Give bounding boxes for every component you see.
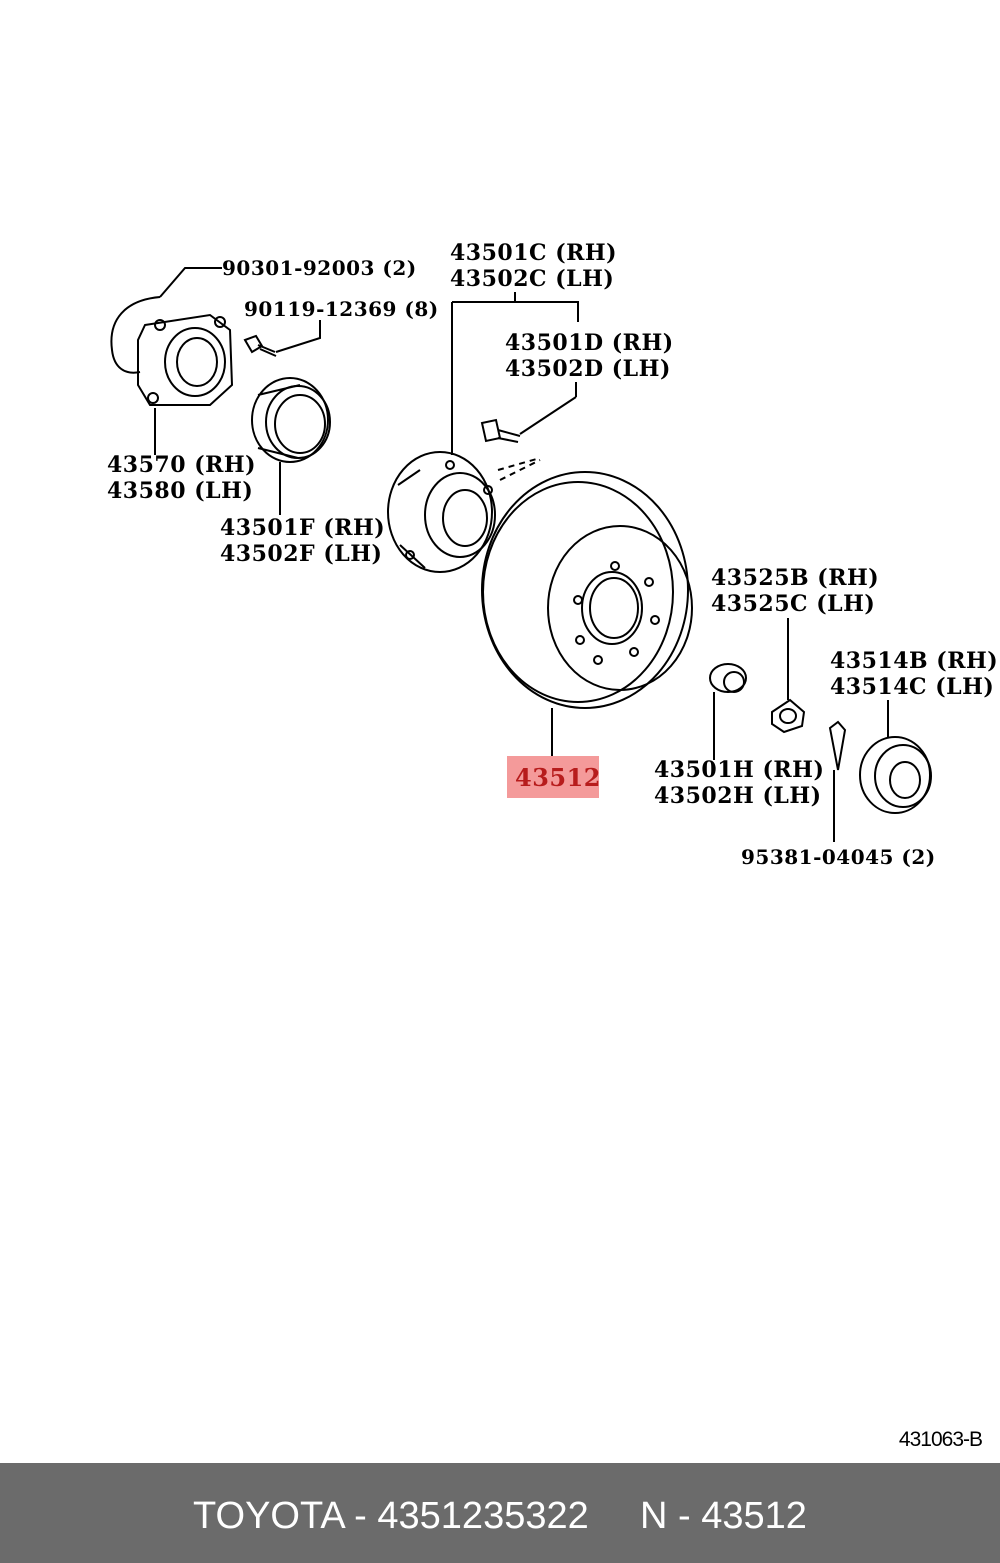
footer-bar: TOYOTA - 4351235322 N - 43512 (0, 1463, 1000, 1563)
callout-hub-stud: 43501D (RH)43502D (LH) (505, 330, 674, 382)
hub-drawing (387, 292, 579, 573)
grease-cap-drawing (859, 700, 932, 814)
callout-hub-bolt: 90119-12369 (8) (244, 297, 439, 321)
callout-washer-nut: 43501H (RH)43502H (LH) (654, 757, 825, 809)
callout-grease-cap: 43514B (RH)43514C (LH) (830, 648, 999, 700)
bearing-drawing (251, 377, 331, 515)
bolt-drawing (243, 320, 321, 357)
callout-cotter-pin: 95381-04045 (2) (741, 845, 936, 869)
washer-drawing (709, 663, 747, 760)
callout-hub-assembly: 43501C (RH)43502C (LH) (450, 240, 618, 292)
brake-disc-drawing (481, 471, 693, 756)
highlighted-part-number: 43512 (515, 763, 601, 792)
callout-steering-knuckle: 43570 (RH)43580 (LH) (107, 452, 257, 504)
cotter-pin-drawing (828, 720, 847, 842)
adjusting-nut-drawing (771, 618, 806, 734)
callout-bearing: 43501F (RH)43502F (LH) (220, 515, 386, 567)
callout-adjusting-nut: 43525B (RH)43525C (LH) (711, 565, 880, 617)
highlighted-part-label[interactable]: 43512 (507, 756, 601, 798)
exploded-parts-diagram (110, 267, 932, 842)
footer-part-number: TOYOTA - 4351235322 (193, 1495, 589, 1537)
steering-knuckle-drawing (110, 267, 234, 455)
stud-drawing (480, 382, 577, 481)
callout-hub-bolt-nut: 90301-92003 (2) (222, 256, 417, 280)
diagram-reference-code: 431063-B (898, 1428, 983, 1451)
footer-part-code: N - 43512 (640, 1495, 807, 1537)
